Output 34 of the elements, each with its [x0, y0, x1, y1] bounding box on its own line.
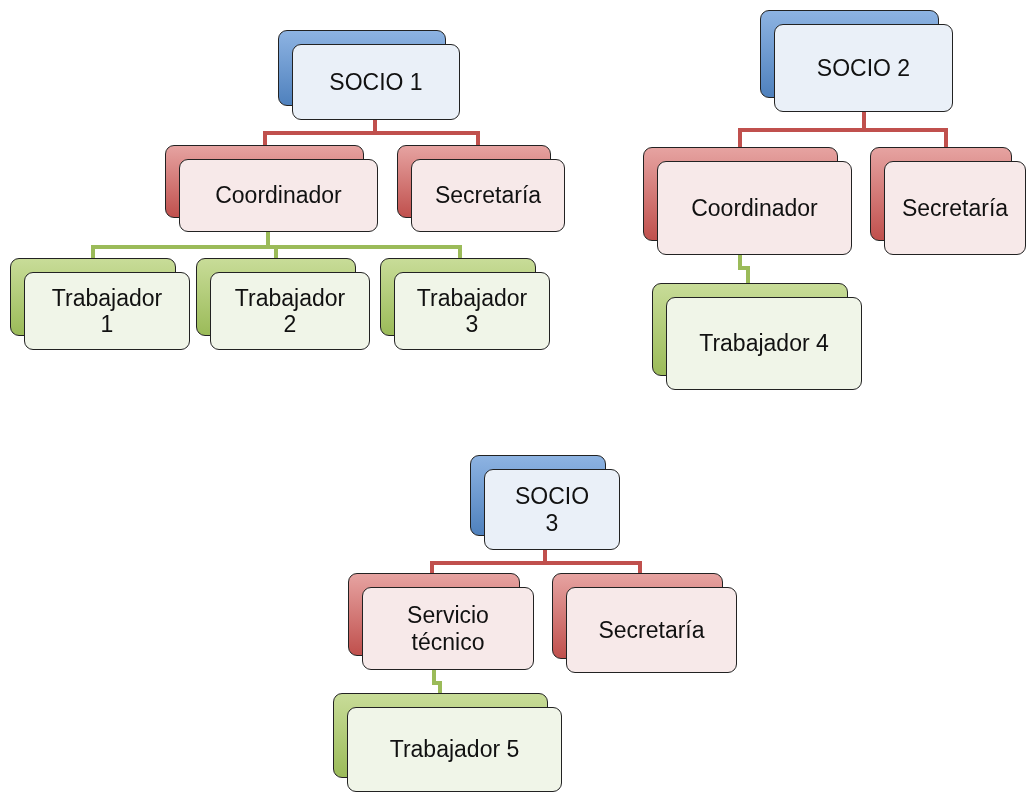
stacked-card — [397, 145, 565, 232]
card-label: Secretaría — [598, 616, 705, 644]
stacked-card — [652, 283, 862, 390]
connector-line — [543, 550, 642, 573]
card-label: Trabajador 5 — [389, 736, 520, 763]
stacked-card — [333, 693, 562, 792]
connector-line — [266, 232, 462, 258]
card-label: Coordinador — [691, 194, 818, 222]
card-label: Trabajador 2 — [234, 284, 346, 338]
stacked-card — [348, 573, 534, 670]
stacked-card — [552, 573, 737, 673]
card-label: Trabajador 4 — [699, 330, 829, 357]
stacked-card — [380, 258, 550, 350]
card-label: Coordinador — [215, 182, 342, 209]
stacked-card — [643, 147, 852, 255]
card-label: Trabajador 3 — [416, 284, 528, 338]
card-label: Secretaría — [901, 194, 1009, 222]
stacked-card — [278, 30, 460, 120]
connector-line — [738, 255, 750, 283]
stacked-card — [870, 147, 1026, 255]
connector-line — [373, 120, 480, 145]
card-label: Secretaría — [434, 182, 542, 209]
stacked-card — [470, 455, 620, 550]
stacked-card — [196, 258, 370, 350]
stacked-card — [10, 258, 190, 350]
connector-line — [862, 112, 948, 147]
card-label: SOCIO 2 — [816, 54, 911, 82]
card-label: SOCIO 3 — [513, 483, 591, 536]
card-label: Trabajador 1 — [50, 284, 164, 338]
card-label: SOCIO 1 — [329, 68, 423, 96]
card-label: Servicio técnico — [406, 602, 490, 655]
stacked-card — [165, 145, 378, 232]
connector-line — [432, 670, 442, 693]
stacked-card — [760, 10, 953, 112]
